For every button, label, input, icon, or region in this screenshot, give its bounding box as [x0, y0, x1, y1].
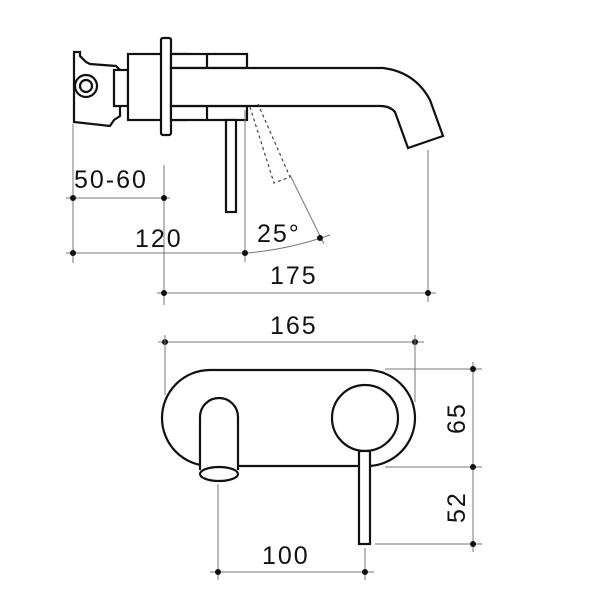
dim-spout-reach: 175: [270, 262, 318, 290]
dim-lever-offset: 120: [135, 225, 183, 253]
spout-outlet: [198, 396, 240, 470]
front-view: 165 65 52 100: [158, 312, 482, 580]
sleeve-top: [169, 52, 249, 70]
dim-plate-width: 165: [270, 312, 318, 340]
valve-port-inner: [78, 78, 94, 94]
wall-flange: [159, 36, 173, 137]
valve-nut: [112, 68, 130, 108]
lever-handle: [224, 118, 238, 214]
spout-opening: [198, 465, 240, 483]
dim-lever-drop: 52: [443, 491, 471, 523]
dim-plate-height: 65: [443, 402, 471, 434]
spout: [169, 66, 445, 150]
handle-lever: [357, 449, 372, 546]
sleeve-bottom: [169, 104, 249, 122]
side-view: 50-60 120 25° 175: [66, 36, 445, 305]
dim-spout-to-lever: 100: [262, 542, 310, 570]
dim-lever-angle: 25°: [257, 220, 301, 248]
valve-port-outer: [73, 73, 99, 99]
lever-rotated-outline: [249, 103, 291, 184]
dim-wall-depth: 50-60: [74, 166, 148, 194]
handle-knob: [330, 383, 400, 453]
